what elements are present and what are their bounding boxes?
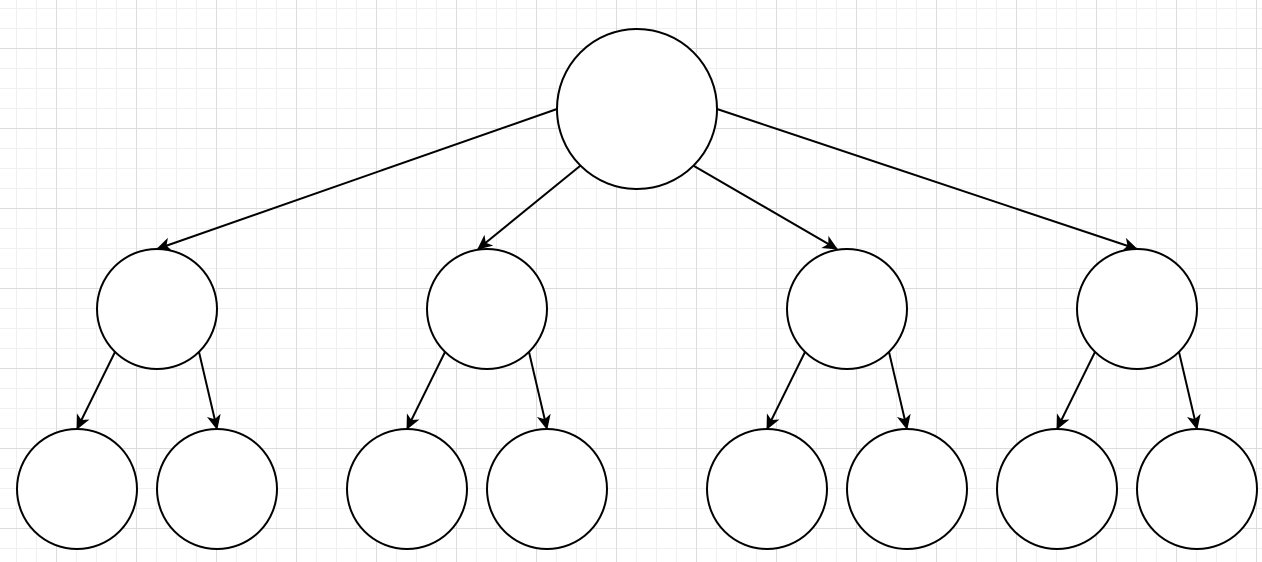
node-leaf-a2[interactable] bbox=[156, 428, 278, 550]
node-leaf-d2[interactable] bbox=[1136, 428, 1258, 550]
edge-level1-c-to-leaf-c2 bbox=[888, 351, 911, 430]
edge-root-to-level1-d bbox=[716, 108, 1138, 252]
nodes-layer bbox=[16, 28, 1258, 550]
edge-level1-b-to-leaf-b2 bbox=[528, 351, 551, 430]
node-leaf-b1[interactable] bbox=[346, 428, 468, 550]
node-level1-d[interactable] bbox=[1076, 248, 1198, 370]
edge-level1-d-to-leaf-d1 bbox=[1056, 351, 1096, 430]
node-leaf-d1[interactable] bbox=[996, 428, 1118, 550]
node-root[interactable] bbox=[556, 28, 718, 190]
edge-root-to-level1-b bbox=[477, 165, 581, 250]
edge-level1-b-to-leaf-b1 bbox=[406, 351, 446, 430]
node-level1-b[interactable] bbox=[426, 248, 548, 370]
node-leaf-c2[interactable] bbox=[846, 428, 968, 550]
edge-level1-a-to-leaf-a1 bbox=[76, 351, 116, 430]
edge-level1-a-to-leaf-a2 bbox=[198, 351, 221, 430]
edge-root-to-level1-a bbox=[156, 108, 558, 251]
node-level1-a[interactable] bbox=[96, 248, 218, 370]
node-leaf-c1[interactable] bbox=[706, 428, 828, 550]
edge-root-to-level1-c bbox=[693, 165, 838, 250]
edge-level1-c-to-leaf-c1 bbox=[766, 351, 806, 430]
node-leaf-a1[interactable] bbox=[16, 428, 138, 550]
edge-level1-d-to-leaf-d2 bbox=[1178, 351, 1201, 430]
node-level1-c[interactable] bbox=[786, 248, 908, 370]
edges-layer bbox=[76, 108, 1201, 430]
node-leaf-b2[interactable] bbox=[486, 428, 608, 550]
